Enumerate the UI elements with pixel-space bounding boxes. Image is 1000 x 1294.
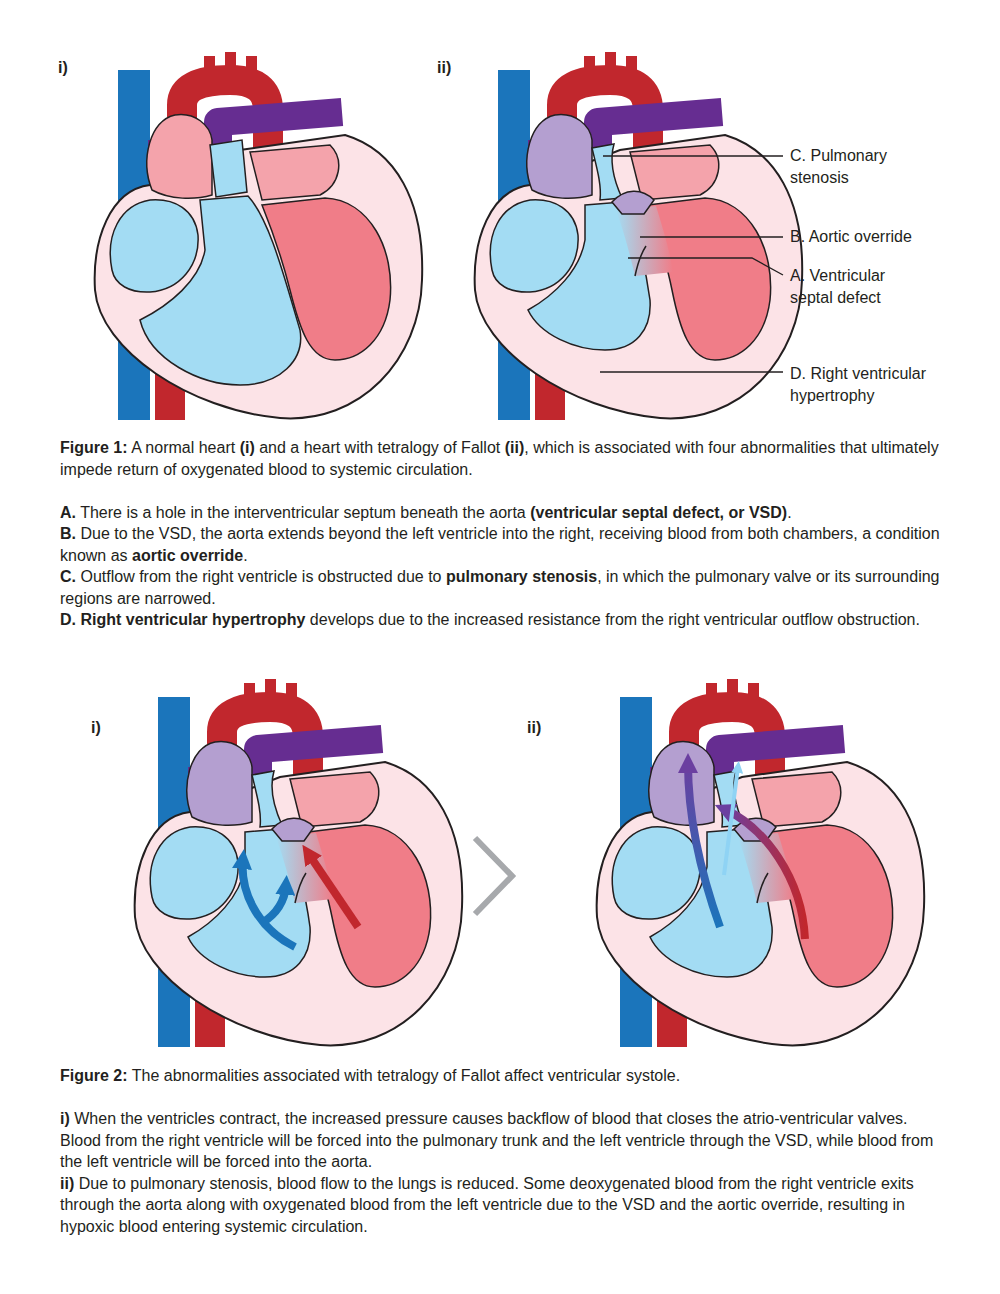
panel-label: ii) — [527, 719, 541, 736]
caption-text: When the ventricles contract, the increa… — [60, 1110, 933, 1170]
callout: D. Right ventricular hypertrophy — [790, 363, 965, 407]
caption-emphasis: aortic override — [132, 547, 243, 564]
tof-heart — [475, 52, 803, 420]
caption-emphasis: i) — [60, 1110, 70, 1127]
callout: C. Pulmonary stenosis — [790, 145, 908, 189]
normal-heart — [95, 52, 423, 420]
caption-text: . — [243, 547, 247, 564]
caption-text: and a heart with tetralogy of Fallot — [259, 439, 500, 456]
sequence-chevron — [475, 838, 512, 914]
caption-text: A normal heart — [131, 439, 235, 456]
caption-emphasis: Figure 2: — [60, 1067, 128, 1084]
caption-emphasis: Right ventricular hypertrophy — [80, 611, 305, 628]
callout: A. Ventricular septal defect — [790, 265, 912, 309]
caption-item: ii) Due to pulmonary stenosis, blood flo… — [60, 1173, 940, 1238]
panel-label: i) — [91, 719, 101, 736]
systole-heart — [135, 679, 463, 1047]
caption-text: Due to pulmonary stenosis, blood flow to… — [60, 1175, 914, 1235]
panel-label: i) — [58, 59, 68, 76]
caption-text: . — [787, 504, 791, 521]
caption-emphasis: A. — [60, 504, 76, 521]
caption-text: Outflow from the right ventricle is obst… — [80, 568, 441, 585]
callout-letter: C. — [790, 147, 806, 164]
figure-caption: Figure 1: A normal heart (i) and a heart… — [60, 437, 940, 480]
caption-emphasis: (i) — [240, 439, 255, 456]
caption-item: C. Outflow from the right ventricle is o… — [60, 566, 940, 609]
caption-emphasis: (ii) — [505, 439, 525, 456]
panel-label: ii) — [437, 57, 477, 79]
caption-emphasis: B. — [60, 525, 76, 542]
panel-label: i) — [58, 57, 98, 79]
caption-text: develops due to the increased resistance… — [310, 611, 920, 628]
caption-emphasis: ii) — [60, 1175, 74, 1192]
caption-text: The abnormalities associated with tetral… — [132, 1067, 680, 1084]
callout-text: Aortic override — [809, 228, 912, 245]
callout-text: Right ventricular hypertrophy — [790, 365, 926, 404]
caption-emphasis: Figure 1: — [60, 439, 128, 456]
leader-lines — [600, 156, 783, 372]
caption-item: A. There is a hole in the interventricul… — [60, 502, 940, 524]
caption-emphasis: C. — [60, 568, 76, 585]
caption-text: There is a hole in the interventricular … — [80, 504, 526, 521]
caption-item: i) When the ventricles contract, the inc… — [60, 1108, 940, 1173]
caption-item: B. Due to the VSD, the aorta extends bey… — [60, 523, 940, 566]
caption-emphasis: pulmonary stenosis — [446, 568, 597, 585]
caption-emphasis: D. — [60, 611, 76, 628]
panel-label: ii) — [527, 717, 567, 739]
figure-caption: Figure 2: The abnormalities associated w… — [60, 1065, 940, 1087]
callout-letter: B. — [790, 228, 805, 245]
callout-letter: D. — [790, 365, 806, 382]
panel-label: ii) — [437, 59, 451, 76]
panel-label: i) — [91, 717, 131, 739]
caption-item: D. Right ventricular hypertrophy develop… — [60, 609, 940, 631]
systole-heart — [597, 679, 925, 1047]
caption-emphasis: (ventricular septal defect, or VSD) — [530, 504, 787, 521]
callout-letter: A. — [790, 267, 805, 284]
callout: B. Aortic override — [790, 226, 970, 248]
